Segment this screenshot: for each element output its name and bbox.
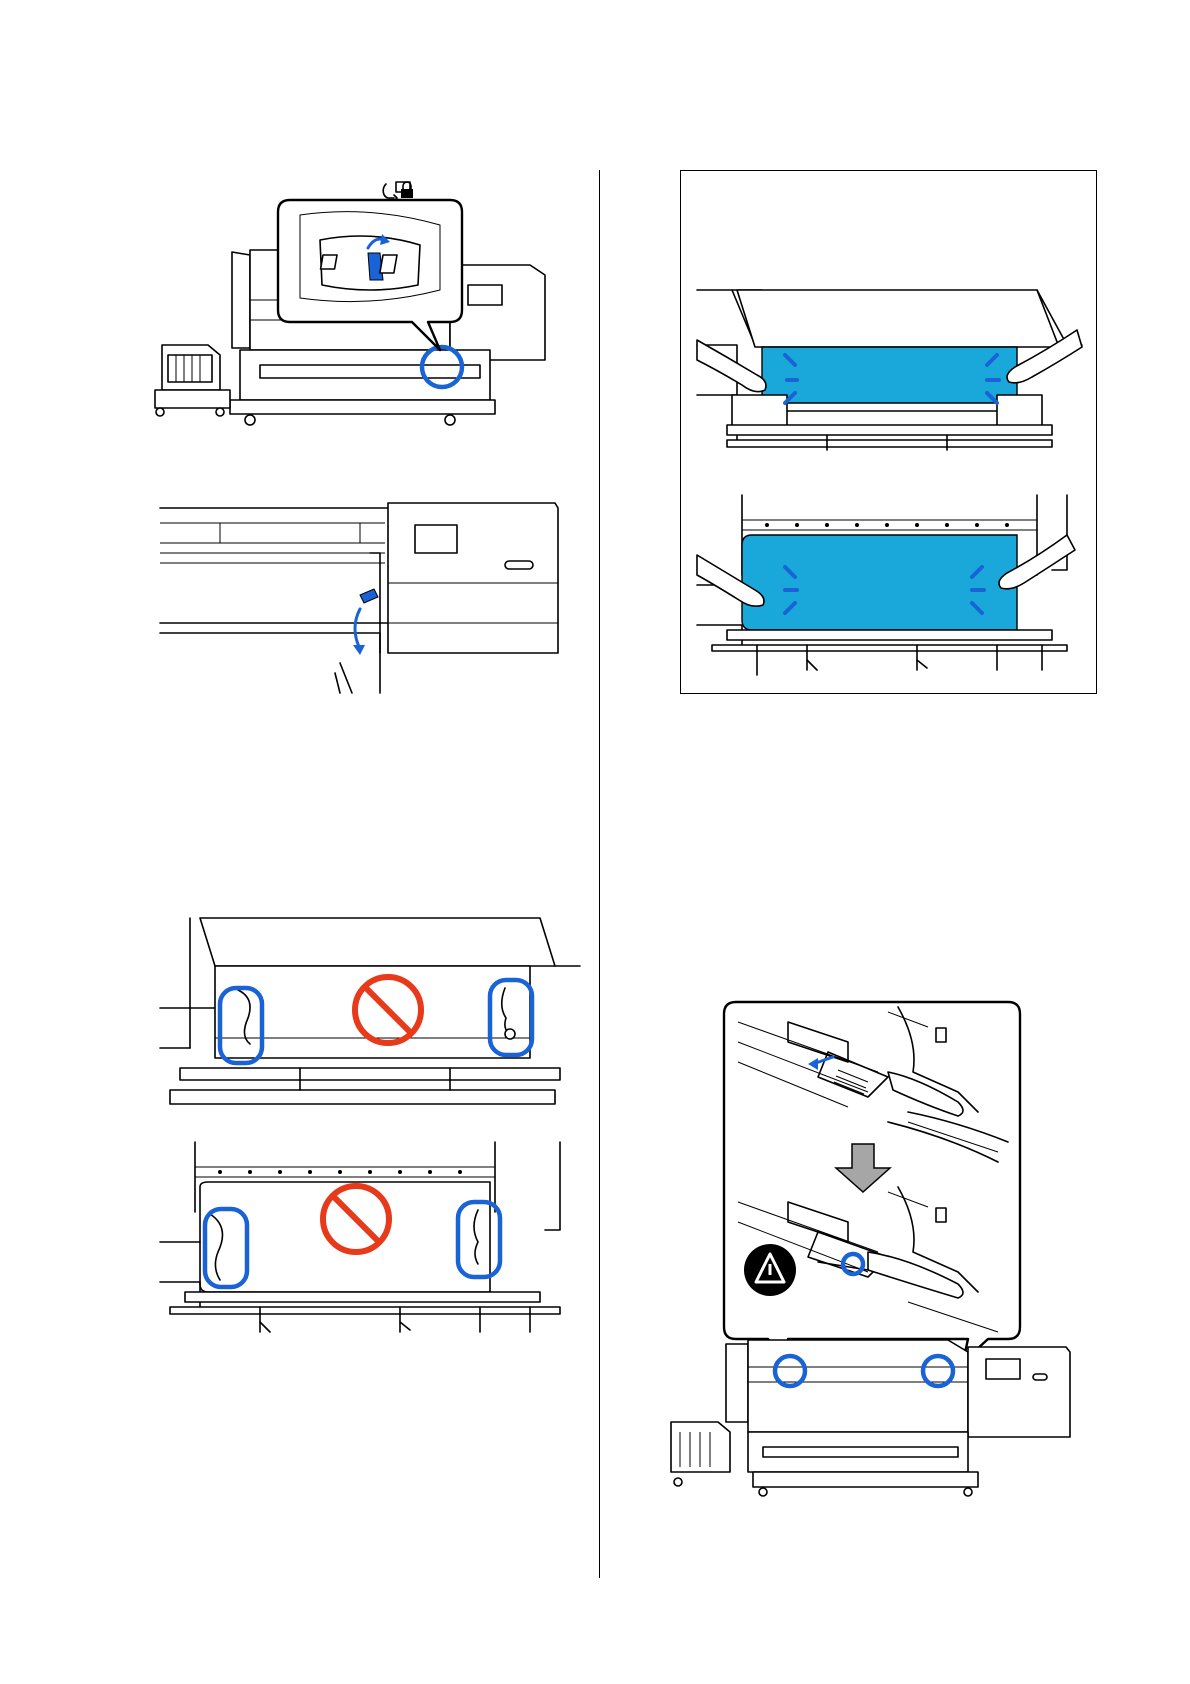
fig-lower-lever	[160, 503, 570, 693]
fig-lock-lever	[150, 170, 590, 440]
caution-icon	[744, 1244, 796, 1296]
fig-wrong-hold-rear	[160, 1142, 580, 1342]
fig-edge-plates	[668, 1002, 1078, 1512]
column-divider	[599, 170, 600, 1578]
fig-wrong-hold-front	[160, 918, 580, 1108]
roll-lock-icon	[383, 182, 413, 201]
fig-correct-hold-art	[697, 285, 1082, 685]
